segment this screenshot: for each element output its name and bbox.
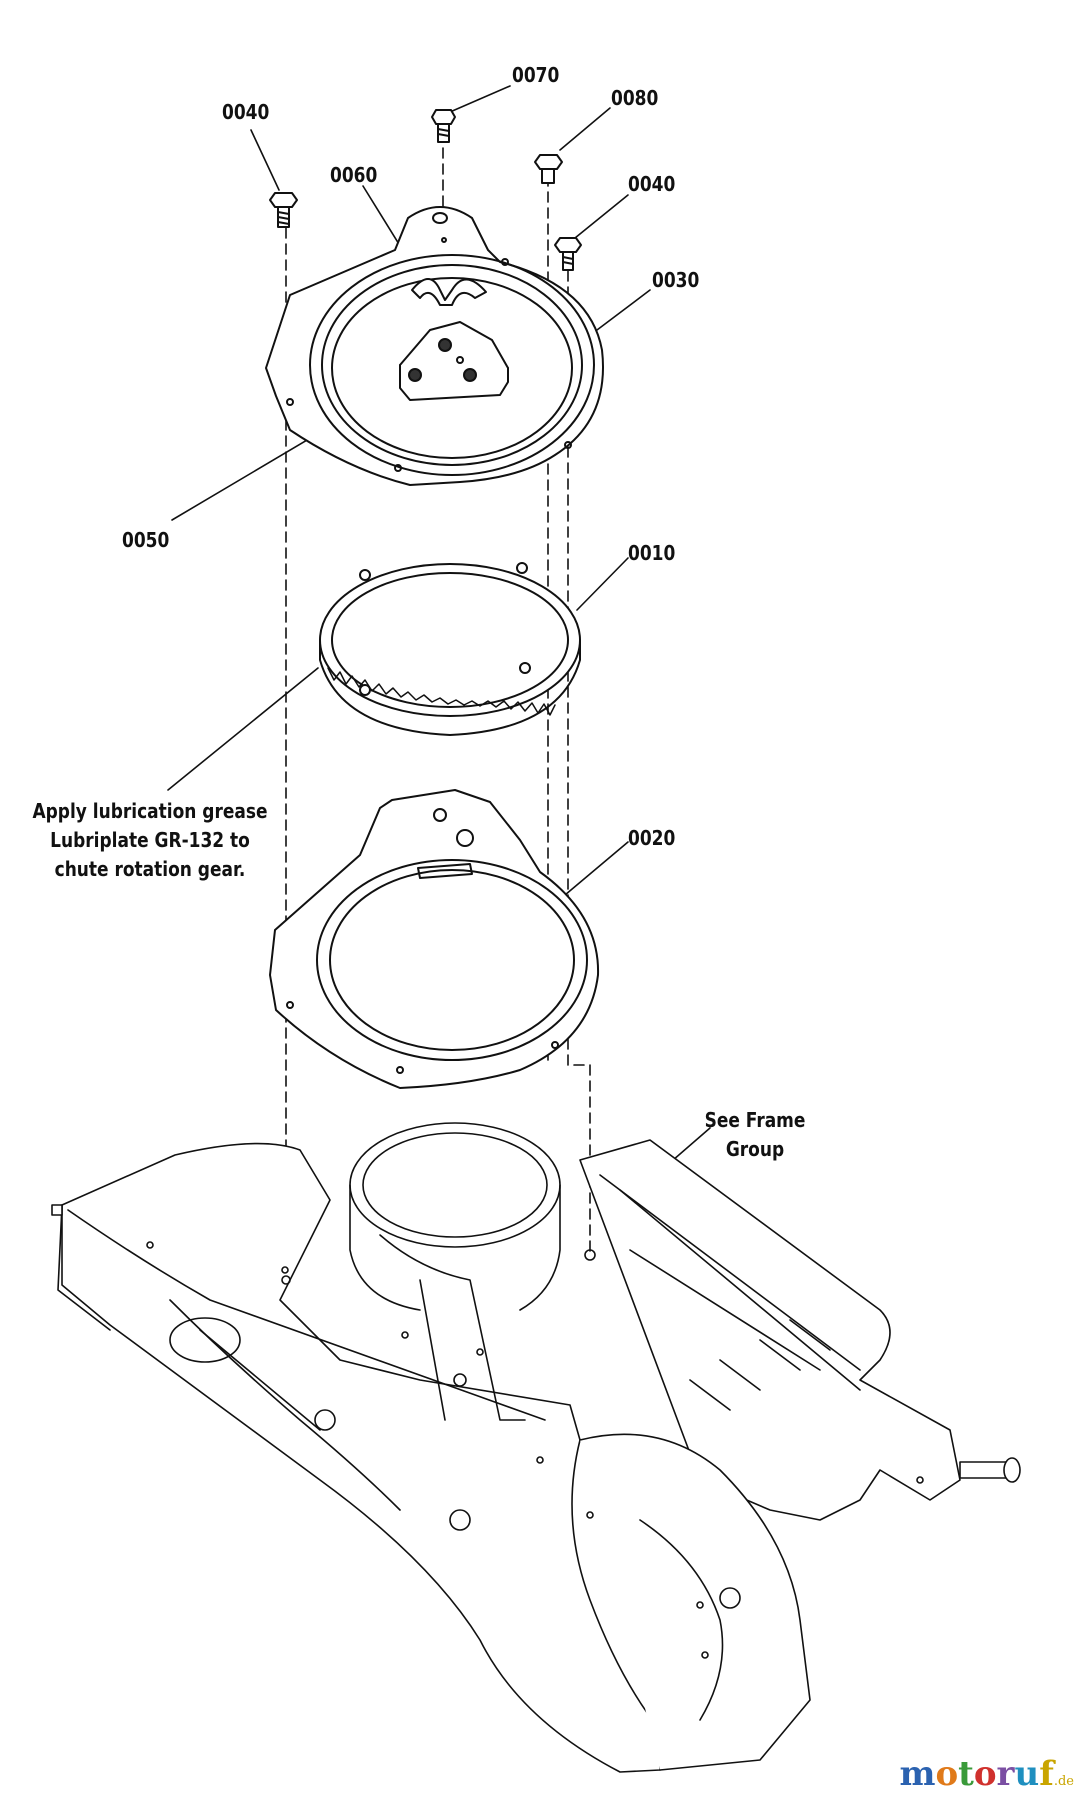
lubrication-note-line-2: Lubriplate GR-132 to	[50, 828, 250, 852]
label-0030: 0030	[652, 268, 700, 292]
label-0060: 0060	[330, 163, 378, 187]
label-0040-left: 0040	[222, 100, 270, 124]
label-0080: 0080	[611, 86, 659, 110]
frame-group-note-line-1: See Frame	[704, 1108, 806, 1132]
watermark-letter: r	[996, 1754, 1015, 1794]
label-0050: 0050	[122, 528, 170, 552]
gear-bracket	[399, 321, 509, 401]
gear-ring-icon	[319, 562, 581, 736]
spring-clip	[411, 278, 487, 306]
watermark-letter: o	[935, 1754, 959, 1794]
frame-group-note-line-2: Group	[725, 1137, 785, 1161]
watermark-letter: f	[1039, 1754, 1054, 1794]
label-0070: 0070	[512, 63, 560, 87]
frame-group-note: See Frame Group	[691, 1106, 819, 1164]
watermark-letter: u	[1014, 1754, 1040, 1794]
watermark-letter: o	[973, 1754, 997, 1794]
label-0020: 0020	[628, 826, 676, 850]
watermark-letter: t	[958, 1754, 974, 1794]
label-0040-right: 0040	[628, 172, 676, 196]
lower-mount-plate	[269, 789, 600, 1089]
auger-housing-icon	[51, 1122, 1021, 1773]
lubrication-note-line-1: Apply lubrication grease	[32, 799, 268, 823]
watermark-letters: motoruf	[899, 1754, 1053, 1794]
hex-bolt-icon	[269, 109, 582, 271]
watermark-suffix: .de	[1053, 1774, 1074, 1789]
label-0010: 0010	[628, 541, 676, 565]
watermark-logo: motoruf.de	[899, 1754, 1074, 1794]
lubrication-note-line-3: chute rotation gear.	[54, 857, 246, 881]
watermark-letter: m	[899, 1754, 936, 1794]
lubrication-note: Apply lubrication grease Lubriplate GR-1…	[31, 797, 269, 884]
